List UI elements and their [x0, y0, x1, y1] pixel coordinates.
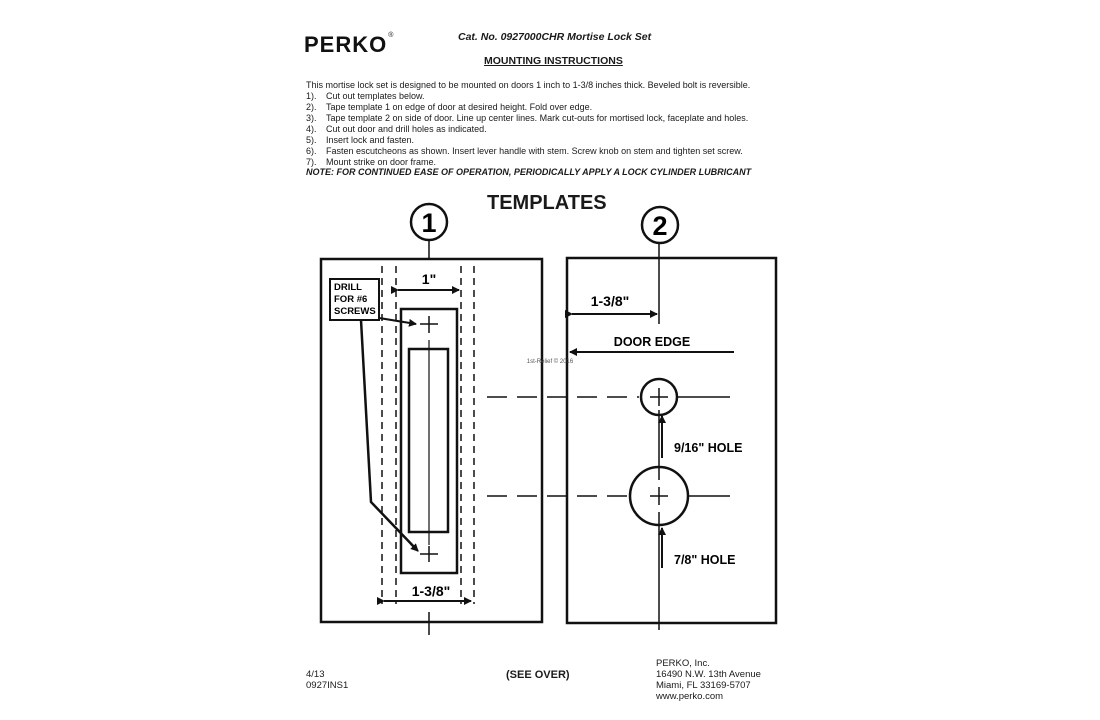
drill-leader-bottom — [359, 319, 418, 551]
revision-date: 4/13 — [306, 669, 325, 680]
instructions-block: This mortise lock set is designed to be … — [306, 80, 776, 168]
step-text: Mount strike on door frame. — [326, 157, 437, 167]
template1-number-badge: 1 — [409, 202, 449, 242]
faceplate-outline — [399, 307, 459, 575]
template2-offset: 1-3/8" — [591, 293, 630, 309]
step-number: 7). — [306, 157, 317, 167]
step-4: 4). Cut out door and drill holes as indic… — [306, 124, 776, 135]
templates-title: TEMPLATES — [487, 192, 607, 214]
footer-left: 4/13 0927INS1 — [306, 669, 348, 691]
template2-frame — [565, 256, 778, 625]
step-text: Tape template 1 on edge of door at desir… — [326, 102, 593, 112]
step-3: 3). Tape template 2 on side of door. Line… — [306, 113, 776, 124]
top-screw-mark — [420, 316, 438, 333]
step-number: 6). — [306, 146, 317, 156]
template1-number: 1 — [421, 208, 436, 238]
address-line-2: Miami, FL 33169-5707 — [656, 680, 751, 691]
document-code: 0927INS1 — [306, 680, 349, 691]
registered-mark: ® — [388, 32, 395, 39]
step-1: 1). Cut out templates below. — [306, 91, 776, 102]
door-edge-label: DOOR EDGE — [614, 335, 690, 349]
company-name: PERKO, Inc. — [656, 658, 710, 669]
logo-text: PERKO — [304, 32, 388, 57]
step-number: 4). — [306, 124, 317, 134]
bottom-screw-mark — [420, 546, 438, 562]
step-text: Cut out templates below. — [326, 91, 425, 101]
lock-body-cutout — [407, 347, 450, 534]
mounting-instructions-title: MOUNTING INSTRUCTIONS — [484, 55, 623, 67]
step-5: 5). Insert lock and fasten. — [306, 135, 776, 146]
step-number: 5). — [306, 135, 317, 145]
step-text: Cut out door and drill holes as indicate… — [326, 124, 487, 134]
address-line-1: 16490 N.W. 13th Avenue — [656, 669, 761, 680]
step-number: 3). — [306, 113, 317, 123]
drill-label-box — [329, 278, 380, 321]
template1-width-bottom: 1-3/8" — [412, 583, 451, 599]
small-hole-label: 9/16" HOLE — [674, 441, 742, 455]
step-number: 1). — [306, 91, 317, 101]
intro-text: This mortise lock set is designed to be … — [306, 80, 751, 90]
large-hole-label: 7/8" HOLE — [674, 553, 736, 567]
lubricant-note: NOTE: FOR CONTINUED EASE OF OPERATION, P… — [306, 167, 752, 177]
step-text: Tape template 2 on side of door. Line up… — [326, 113, 749, 123]
drill-label-line3: SCREWS — [334, 306, 376, 317]
website-link[interactable]: www.perko.com — [656, 691, 724, 702]
drill-leader-top — [378, 317, 417, 327]
template2-number: 2 — [652, 211, 667, 241]
step-7: 7). Mount strike on door frame. — [306, 157, 776, 168]
drill-label-line1: DRILL — [334, 282, 362, 293]
drill-label-line2: FOR #6 — [334, 294, 367, 305]
step-text: Insert lock and fasten. — [326, 135, 415, 145]
step-number: 2). — [306, 102, 317, 112]
step-2: 2). Tape template 1 on edge of door at de… — [306, 102, 776, 113]
template1-dashed-lines — [381, 266, 475, 604]
step-text: Fasten escutcheons as shown. Insert leve… — [326, 146, 743, 156]
see-over-note: (SEE OVER) — [506, 669, 570, 681]
step-6: 6). Fasten escutcheons as shown. Insert l… — [306, 146, 776, 157]
template1-frame — [319, 257, 544, 624]
catalog-number: Cat. No. 0927000CHR Mortise Lock Set — [458, 31, 652, 43]
template1-width-top: 1" — [422, 271, 436, 287]
company-address: PERKO, Inc. 16490 N.W. 13th Avenue Miami… — [656, 658, 761, 702]
perko-logo: PERKO® — [304, 32, 394, 58]
watermark: 1st-Relief © 2016 — [527, 358, 574, 365]
template2-number-badge: 2 — [640, 205, 680, 245]
